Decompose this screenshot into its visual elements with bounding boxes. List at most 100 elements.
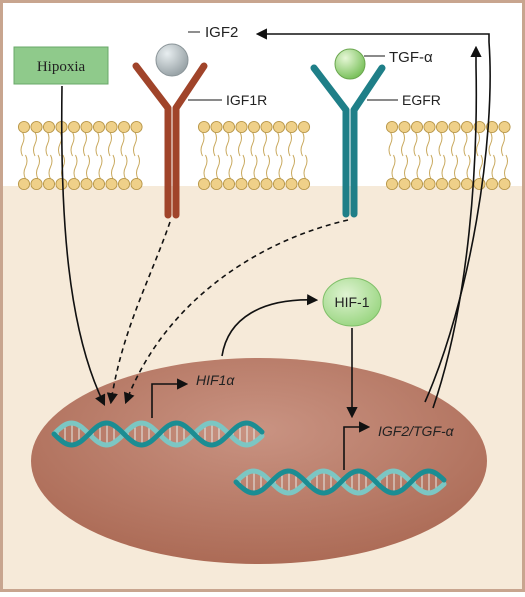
- lipid-head: [485, 177, 499, 191]
- dna-strand: [233, 468, 447, 496]
- lipid-tail: [123, 154, 128, 180]
- dna-strand: [51, 420, 265, 448]
- lipid-tail: [504, 154, 508, 180]
- lipid-tail: [200, 131, 205, 157]
- lipid-tail: [70, 131, 75, 157]
- igf1r-receptor: [132, 62, 208, 219]
- lipid-head: [105, 177, 118, 191]
- lipid-head: [272, 177, 286, 191]
- lipid-head: [210, 177, 223, 191]
- hipoxia-label: Hipoxia: [37, 59, 86, 75]
- lipid-tail: [216, 154, 220, 180]
- lipid-head: [30, 120, 43, 134]
- lipid-head: [272, 120, 286, 134]
- lipid-head: [498, 120, 511, 134]
- lipid-head: [105, 120, 118, 134]
- lipid-head: [130, 177, 143, 191]
- lipid-head: [410, 120, 424, 134]
- lipid-tail: [476, 131, 480, 157]
- lipid-head: [285, 177, 298, 191]
- lipid-head: [398, 120, 411, 134]
- target-to-tgf-arrow: [432, 45, 482, 409]
- lipid-head: [80, 120, 93, 134]
- lipid-tail: [136, 154, 140, 180]
- lipid-tail: [303, 154, 308, 180]
- lipid-tail: [300, 131, 305, 157]
- lipid-head: [235, 120, 248, 134]
- lipid-tail: [213, 131, 217, 157]
- cell-membrane: [17, 120, 511, 191]
- lipid-head: [80, 177, 93, 191]
- lipid-tail: [413, 131, 418, 157]
- lipid-head: [42, 120, 56, 134]
- lipid-tail: [291, 154, 295, 180]
- lipid-head: [92, 120, 106, 134]
- lipid-head: [260, 177, 273, 191]
- lipid-head: [398, 177, 411, 191]
- tgf-alpha-ligand-ball: [334, 48, 366, 80]
- lipid-tail: [438, 131, 443, 157]
- lipid-tail: [98, 154, 103, 180]
- lipid-head: [117, 120, 131, 134]
- lipid-tail: [463, 131, 468, 157]
- lipid-head: [55, 177, 68, 191]
- dna-helix-hif1a: [51, 420, 265, 448]
- lipid-head: [385, 177, 399, 191]
- lipid-tail: [451, 131, 455, 157]
- lipid-head: [460, 120, 474, 134]
- lipid-tail: [238, 131, 242, 157]
- lipid-head: [197, 177, 211, 191]
- lipid-head: [197, 120, 211, 134]
- lipid-tail: [479, 154, 483, 180]
- lipid-tail: [278, 154, 283, 180]
- lipid-tail: [23, 154, 28, 180]
- lipid-head: [423, 177, 436, 191]
- lipid-tail: [501, 131, 505, 157]
- igf1r-label: IGF1R: [226, 92, 267, 108]
- lipid-head: [423, 120, 436, 134]
- lipid-tail: [391, 154, 396, 180]
- lipid-head: [460, 177, 474, 191]
- lipid-head: [448, 177, 461, 191]
- lipid-head: [498, 177, 511, 191]
- lipid-head: [222, 177, 236, 191]
- lipid-head: [247, 120, 261, 134]
- lipid-tail: [241, 154, 245, 180]
- hipoxia-to-dna-arrow: [60, 85, 106, 407]
- lipid-head: [67, 177, 81, 191]
- lipid-tail: [111, 154, 115, 180]
- hif1-protein-bubble: [322, 277, 382, 327]
- igf1r-signal-arrow: [106, 221, 171, 405]
- lipid-tail: [83, 131, 87, 157]
- lipid-tail: [228, 154, 233, 180]
- lipid-tail: [441, 154, 446, 180]
- lipid-tail: [133, 131, 137, 157]
- lipid-head: [435, 177, 449, 191]
- igf2-ligand-ball: [155, 43, 189, 77]
- target-transcription-arrow: [343, 421, 371, 470]
- lipid-head: [42, 177, 56, 191]
- lipid-tail: [429, 154, 433, 180]
- hif1a-transcription-arrow: [151, 378, 189, 418]
- lipid-tail: [36, 154, 40, 180]
- hif1a-to-hif1-arrow: [221, 294, 319, 357]
- lipid-head: [435, 120, 449, 134]
- lipid-head: [235, 177, 248, 191]
- igf2-tgf-gene-label: IGF2/TGF-α: [378, 423, 455, 439]
- dna-helix-igf2-tgf: [233, 468, 447, 496]
- lipid-tail: [48, 154, 53, 180]
- lipid-head: [260, 120, 273, 134]
- lipid-tail: [73, 154, 78, 180]
- lipid-tail: [250, 131, 255, 157]
- lipid-tail: [45, 131, 50, 157]
- lipid-tail: [491, 154, 496, 180]
- lipid-head: [17, 177, 31, 191]
- tgf-alpha-label: TGF-α: [389, 49, 433, 66]
- lipid-head: [130, 120, 143, 134]
- lipid-tail: [488, 131, 493, 157]
- lipid-tail: [388, 131, 393, 157]
- lipid-tail: [95, 131, 100, 157]
